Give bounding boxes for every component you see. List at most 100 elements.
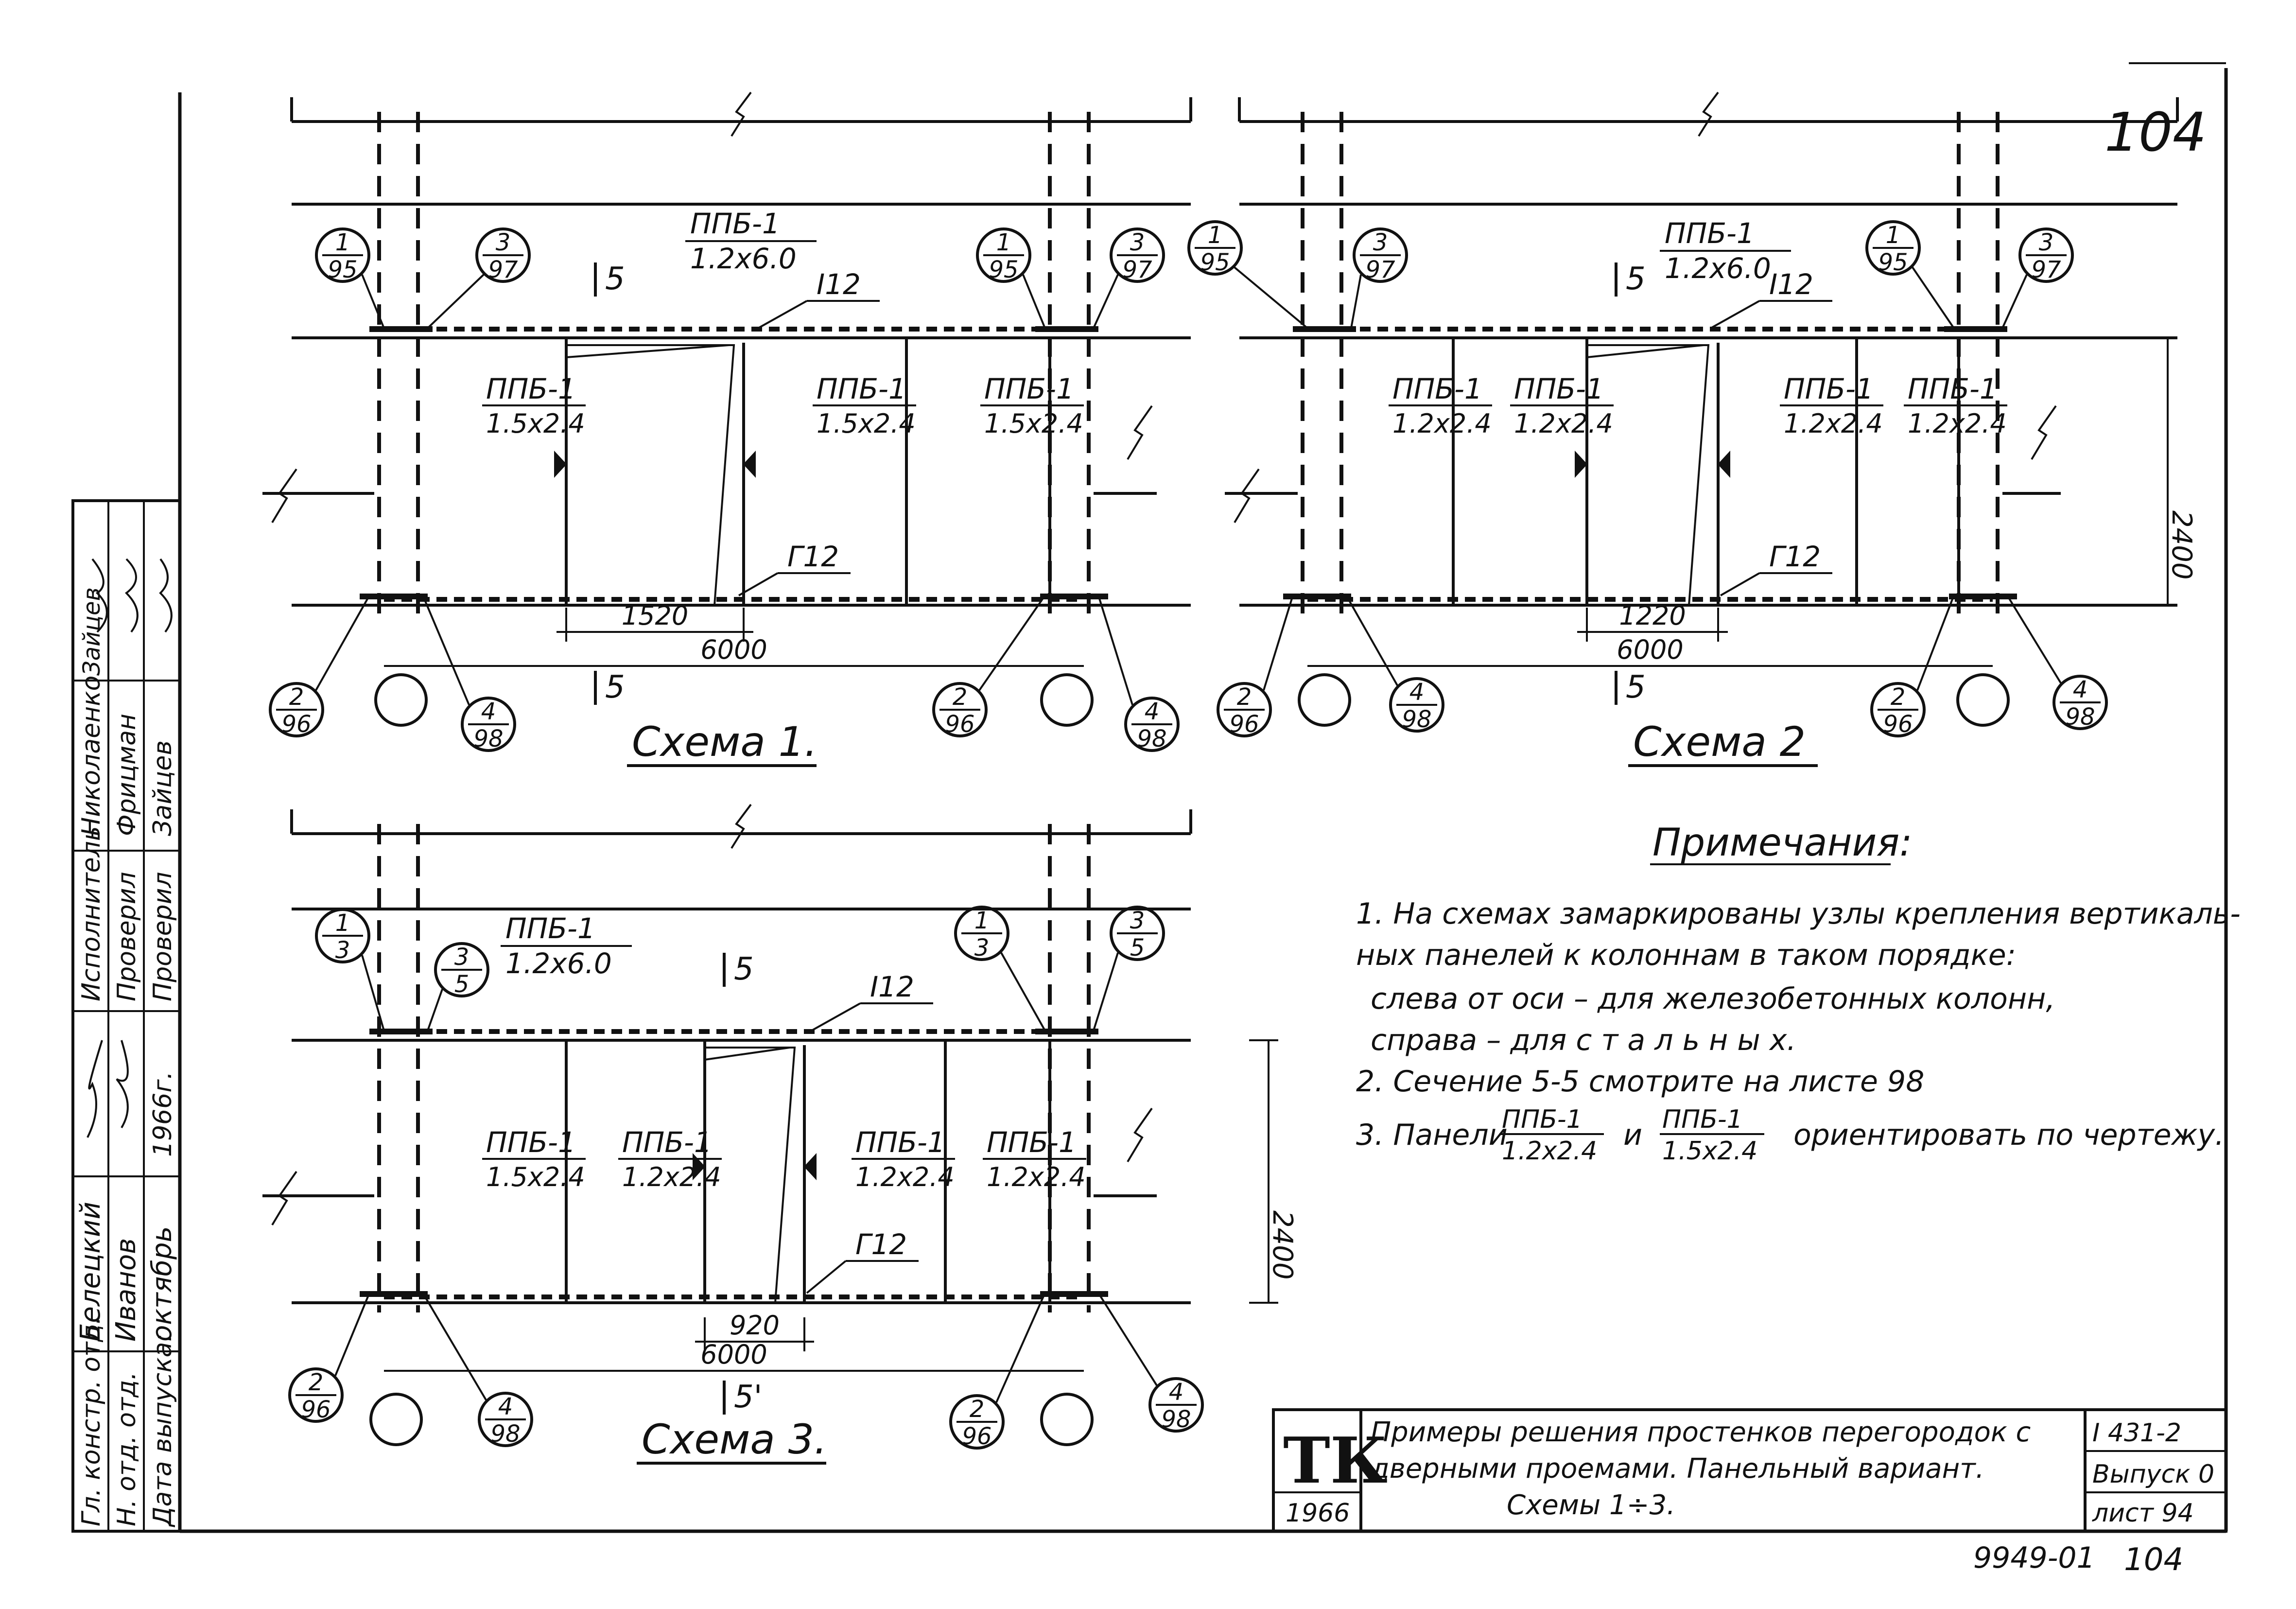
leader-bottom-right-2 bbox=[1097, 1292, 1158, 1386]
signature-5 bbox=[159, 558, 173, 633]
node-bubble-top-left-2 bbox=[475, 227, 531, 283]
leader-top-right-1 bbox=[1000, 952, 1046, 1031]
axis-circle-2 bbox=[1040, 673, 1094, 727]
top-beam-size: 1.2x6.0 bbox=[690, 242, 797, 275]
panel-mark-1: ППБ-1 bbox=[486, 1126, 576, 1159]
leader-bottom-left-1 bbox=[1263, 595, 1294, 691]
lintel-label: I12 bbox=[1769, 268, 1813, 301]
sheet-label: лист 94 bbox=[2092, 1499, 2194, 1528]
signature-1 bbox=[87, 1040, 103, 1138]
node-bubble-top-left-2-top: 3 bbox=[1373, 229, 1388, 256]
sill-label: Г12 bbox=[787, 540, 839, 573]
axis-circle-1 bbox=[374, 673, 428, 727]
node-bubble-top-right-1-top: 1 bbox=[996, 229, 1011, 256]
node-bubble-bottom-right-1-bottom: 96 bbox=[1883, 711, 1913, 738]
node-bubble-bottom-right-1 bbox=[932, 682, 988, 737]
leader-bottom-left-2 bbox=[422, 1292, 487, 1401]
panel-mark-4: ППБ-1 bbox=[1908, 372, 1998, 405]
stamp-role-6: Проверил bbox=[148, 872, 177, 1001]
panel-mark-4: ППБ-1 bbox=[987, 1126, 1077, 1159]
node-bubble-top-right-2-bottom: 5 bbox=[1130, 934, 1145, 962]
orientation-arrow-right bbox=[743, 451, 756, 478]
scheme-title: Схема 1. bbox=[632, 718, 818, 766]
node-bubble-bottom-left-2-top: 4 bbox=[498, 1393, 513, 1420]
stamp-role-1: Гл. констр. отд. bbox=[77, 1316, 106, 1526]
leader-bottom-left-1 bbox=[315, 595, 370, 691]
scheme-3: ППБ-11.2x6.0I12Г12ППБ-11.5x2.4ППБ-11.2x2… bbox=[262, 804, 1298, 1465]
node-bubble-top-left-2-top: 3 bbox=[454, 944, 470, 971]
break-mark-right bbox=[2031, 405, 2057, 460]
panel-mark-3: ППБ-1 bbox=[984, 372, 1074, 405]
scheme-1: ППБ-11.2x6.0I12Г12ППБ-11.5x2.4ППБ-11.5x2… bbox=[262, 91, 1192, 767]
panel-size-1: 1.5x2.4 bbox=[486, 408, 585, 439]
node-bubble-top-right-1-top: 1 bbox=[1886, 222, 1901, 249]
node-bubble-bottom-right-1 bbox=[1870, 682, 1926, 737]
node-bubble-bottom-right-1-top: 2 bbox=[953, 683, 968, 711]
leader-top-right-1 bbox=[1022, 274, 1046, 329]
leader-top-left-2 bbox=[1350, 274, 1362, 329]
node-bubble-bottom-right-2-top: 4 bbox=[2073, 676, 2088, 703]
sill-leader bbox=[738, 572, 778, 596]
node-bubble-bottom-right-2-bottom: 98 bbox=[1161, 1406, 1191, 1433]
title-block: ТК 1966 Примеры решения простенков перег… bbox=[1272, 1408, 2227, 1533]
leader-top-left-2 bbox=[427, 274, 485, 329]
sill-label: Г12 bbox=[855, 1228, 907, 1261]
node-bubble-bottom-left-2-top: 4 bbox=[481, 698, 496, 725]
signature-3 bbox=[91, 558, 108, 633]
leader-bottom-right-2 bbox=[2006, 595, 2062, 684]
axis-circle-2 bbox=[1956, 673, 2010, 727]
orientation-arrow-left bbox=[554, 451, 567, 478]
axis-circle-1 bbox=[1298, 673, 1351, 727]
node-bubble-bottom-left-2-top: 4 bbox=[1409, 679, 1425, 706]
signature-4 bbox=[124, 558, 139, 633]
node-bubble-bottom-left-2-bottom: 98 bbox=[1402, 706, 1431, 733]
section-label-top: 5 bbox=[605, 261, 625, 297]
node-bubble-top-left-1 bbox=[1187, 220, 1243, 276]
signature-2 bbox=[116, 1040, 129, 1129]
stamp-top-text: Зайцев bbox=[78, 587, 105, 676]
panel-size-3: 1.2x2.4 bbox=[855, 1162, 955, 1192]
node-bubble-top-right-1-bottom: 95 bbox=[1878, 249, 1908, 276]
notes-line-6b: ориентировать по чертежу. bbox=[1793, 1118, 2224, 1152]
span-value: 6000 bbox=[700, 1339, 767, 1370]
node-bubble-top-right-2-top: 3 bbox=[1130, 907, 1145, 934]
node-bubble-top-left-2-top: 3 bbox=[496, 229, 511, 256]
notes-line-3: слева от оси – для железобетонных колонн… bbox=[1371, 982, 2055, 1016]
archive-code: 9949-01 bbox=[1973, 1541, 2095, 1575]
panel-mark-1: ППБ-1 bbox=[1392, 372, 1482, 405]
node-bubble-top-right-1-top: 1 bbox=[974, 907, 990, 934]
stamp-role-4: Исполнитель bbox=[77, 826, 106, 1002]
door-leaf bbox=[704, 1047, 796, 1303]
title-year: 1966 bbox=[1286, 1499, 1350, 1528]
notes-heading: Примечания: bbox=[1652, 821, 1912, 865]
panel-mark-1: ППБ-1 bbox=[486, 372, 576, 405]
panel-size-4: 1.2x2.4 bbox=[1908, 408, 2007, 439]
sill-label: Г12 bbox=[1769, 540, 1821, 573]
axis-circle-2 bbox=[1040, 1393, 1094, 1446]
top-beam-size: 1.2x6.0 bbox=[505, 947, 612, 980]
notes-fraction-2-num: ППБ-1 bbox=[1662, 1105, 1743, 1134]
node-bubble-top-right-1 bbox=[1865, 220, 1921, 276]
panel-mark-3: ППБ-1 bbox=[1784, 372, 1874, 405]
leader-top-right-2 bbox=[1093, 952, 1119, 1031]
door-width-value: 1220 bbox=[1619, 600, 1686, 631]
node-bubble-top-left-2 bbox=[1353, 227, 1408, 283]
node-bubble-bottom-left-1 bbox=[1217, 682, 1272, 737]
node-bubble-top-right-2-top: 3 bbox=[1130, 229, 1145, 256]
break-mark-right bbox=[1127, 1107, 1153, 1163]
panel-size-2: 1.5x2.4 bbox=[817, 408, 916, 439]
series-code: I 431-2 bbox=[2092, 1418, 2181, 1448]
node-bubble-bottom-right-2 bbox=[2052, 675, 2108, 730]
leader-bottom-left-2 bbox=[422, 595, 470, 705]
top-beam-mark: ППБ-1 bbox=[690, 207, 780, 240]
stamp-role-3: Дата выпуска: bbox=[148, 1333, 177, 1527]
node-bubble-top-left-2 bbox=[434, 942, 489, 997]
stamp-date: 1966г. bbox=[148, 1071, 177, 1157]
panel-mark-2: ППБ-1 bbox=[1514, 372, 1604, 405]
node-bubble-bottom-right-2-bottom: 98 bbox=[2065, 703, 2095, 731]
node-bubble-top-left-1 bbox=[315, 908, 370, 963]
leader-top-left-1 bbox=[361, 274, 385, 329]
node-bubble-top-right-2 bbox=[1110, 227, 1165, 283]
node-bubble-bottom-right-2-bottom: 98 bbox=[1137, 725, 1166, 752]
orientation-arrow-left bbox=[1575, 451, 1587, 478]
